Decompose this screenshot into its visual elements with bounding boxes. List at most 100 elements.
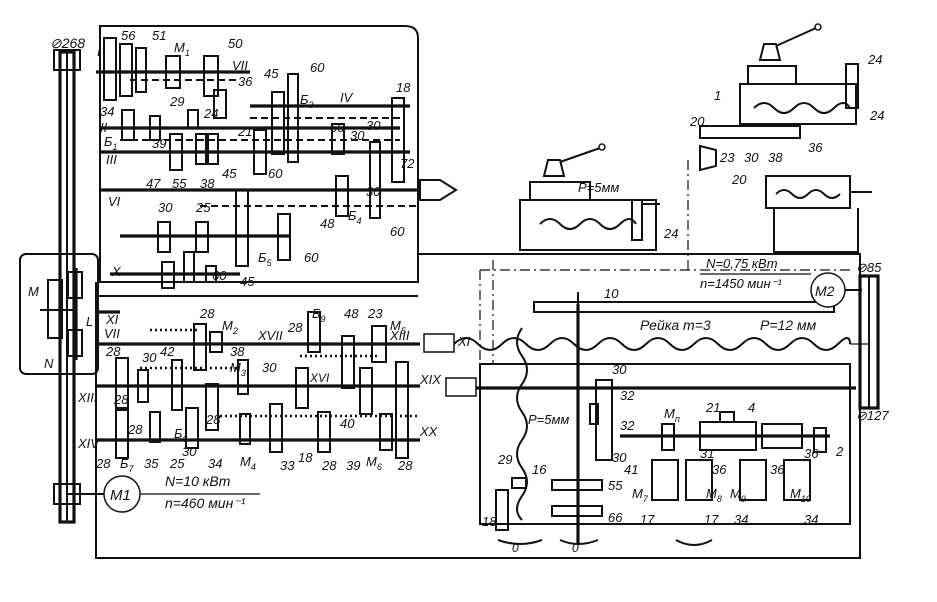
svg-text:30: 30 xyxy=(262,360,277,375)
svg-text:40: 40 xyxy=(340,416,355,431)
svg-text:34: 34 xyxy=(208,456,222,471)
svg-text:30: 30 xyxy=(350,128,365,143)
svg-text:1: 1 xyxy=(714,88,721,103)
rapid-motor-speed: n=1450 мин⁻¹ xyxy=(700,276,783,291)
svg-text:III: III xyxy=(106,152,117,167)
leadscrew xyxy=(423,333,870,353)
svg-text:48: 48 xyxy=(344,306,359,321)
svg-text:30: 30 xyxy=(366,184,381,199)
svg-text:IV: IV xyxy=(340,90,354,105)
rapid-pulley-top: ⊘85 xyxy=(856,260,882,275)
svg-text:55: 55 xyxy=(608,478,623,493)
apron-labels: 10 30 32 32 30 21 4 2 36 41 31 36 36 16 … xyxy=(482,286,844,555)
side-box-n: N xyxy=(44,356,54,371)
rapid-pulley-bottom: ⊘127 xyxy=(856,408,889,423)
svg-text:34: 34 xyxy=(100,104,114,119)
headstock-frame xyxy=(99,25,419,283)
block-b1: Б1 xyxy=(104,134,117,152)
side-box-m: M xyxy=(28,284,39,299)
svg-text:Б6: Б6 xyxy=(174,426,187,444)
svg-text:51: 51 xyxy=(152,28,166,43)
svg-text:M7: M7 xyxy=(632,486,649,504)
spindle-nose xyxy=(419,179,458,201)
feedbox-clutch-labels: M2 M3 M4 M5 M6 xyxy=(222,318,407,472)
svg-text:28: 28 xyxy=(127,422,143,437)
svg-text:M2: M2 xyxy=(815,283,835,299)
svg-text:28: 28 xyxy=(105,344,121,359)
svg-text:38: 38 xyxy=(200,176,215,191)
svg-text:10: 10 xyxy=(604,286,619,301)
svg-text:35: 35 xyxy=(144,456,159,471)
svg-text:18: 18 xyxy=(298,450,313,465)
svg-text:M3: M3 xyxy=(230,360,246,378)
svg-text:16: 16 xyxy=(532,462,547,477)
svg-text:0: 0 xyxy=(572,541,579,555)
svg-text:21: 21 xyxy=(237,124,252,139)
svg-text:28: 28 xyxy=(95,456,111,471)
feed-shaft xyxy=(445,377,856,397)
svg-text:25: 25 xyxy=(169,456,185,471)
headstock-gears xyxy=(103,37,405,289)
svg-text:36: 36 xyxy=(808,140,823,155)
svg-text:Б9: Б9 xyxy=(312,306,325,324)
svg-text:45: 45 xyxy=(222,166,237,181)
svg-text:31: 31 xyxy=(700,446,714,461)
svg-text:56: 56 xyxy=(121,28,136,43)
headstock-gear-labels: 56 51 50 36 60 45 34 29 24 21 39 55 38 4… xyxy=(100,28,415,289)
svg-text:30: 30 xyxy=(158,200,173,215)
svg-text:60: 60 xyxy=(212,268,227,283)
svg-text:36: 36 xyxy=(804,446,819,461)
svg-text:29: 29 xyxy=(169,94,184,109)
svg-text:X: X xyxy=(111,264,122,279)
svg-text:XVII: XVII xyxy=(257,328,283,343)
lower-frame xyxy=(95,253,861,559)
svg-text:36: 36 xyxy=(712,462,727,477)
main-motor-power: N=10 кВт xyxy=(165,473,231,489)
svg-text:30: 30 xyxy=(612,362,627,377)
top-slide-labels: 1 24 24 20 23 30 38 36 20 xyxy=(689,52,884,187)
svg-text:18: 18 xyxy=(396,80,411,95)
svg-text:55: 55 xyxy=(172,176,187,191)
svg-text:66: 66 xyxy=(608,510,623,525)
svg-text:XI: XI xyxy=(105,312,119,327)
svg-text:M8: M8 xyxy=(706,486,722,504)
rapid-pulley-belt xyxy=(858,274,880,410)
rack-label: Рейка m=3 xyxy=(640,317,711,333)
svg-text:60: 60 xyxy=(304,250,319,265)
main-motor: M1 xyxy=(67,475,141,513)
svg-text:45: 45 xyxy=(264,66,279,81)
svg-text:36: 36 xyxy=(770,462,785,477)
clutch-m1: M1 xyxy=(174,40,190,58)
svg-text:28: 28 xyxy=(113,392,129,407)
svg-text:60: 60 xyxy=(310,60,325,75)
svg-text:32: 32 xyxy=(620,418,635,433)
svg-text:41: 41 xyxy=(624,462,638,477)
svg-text:XVI: XVI xyxy=(309,371,330,385)
svg-text:XIV: XIV xyxy=(77,436,100,451)
svg-text:28: 28 xyxy=(397,458,413,473)
svg-text:24: 24 xyxy=(203,106,218,121)
svg-text:38: 38 xyxy=(230,344,245,359)
headstock-shaft-labels: I II III IV VI VII X xyxy=(97,44,354,279)
svg-text:60: 60 xyxy=(330,120,345,135)
leadscrew-shaft-label: XI xyxy=(457,334,471,349)
svg-text:30: 30 xyxy=(744,150,759,165)
apron-clutch-labels: Mп M7 M8 M9 M10 xyxy=(632,406,811,504)
svg-text:28: 28 xyxy=(287,320,303,335)
apron-mechanism xyxy=(495,304,830,546)
svg-text:XIII: XIII xyxy=(77,390,98,405)
svg-text:20: 20 xyxy=(731,172,747,187)
svg-text:21: 21 xyxy=(705,400,720,415)
main-pulley-diameter: ⊘268 xyxy=(50,35,85,51)
svg-text:60: 60 xyxy=(390,224,405,239)
svg-text:0: 0 xyxy=(512,541,519,555)
top-slide xyxy=(699,23,859,172)
svg-text:M4: M4 xyxy=(240,454,256,472)
svg-text:34: 34 xyxy=(734,512,748,527)
svg-text:Б7: Б7 xyxy=(120,456,134,474)
main-motor-speed: n=460 мин⁻¹ xyxy=(165,495,246,511)
svg-text:23: 23 xyxy=(367,306,383,321)
cross-slide-pitch: P=5мм xyxy=(578,180,619,195)
svg-text:50: 50 xyxy=(228,36,243,51)
svg-text:28: 28 xyxy=(199,306,215,321)
